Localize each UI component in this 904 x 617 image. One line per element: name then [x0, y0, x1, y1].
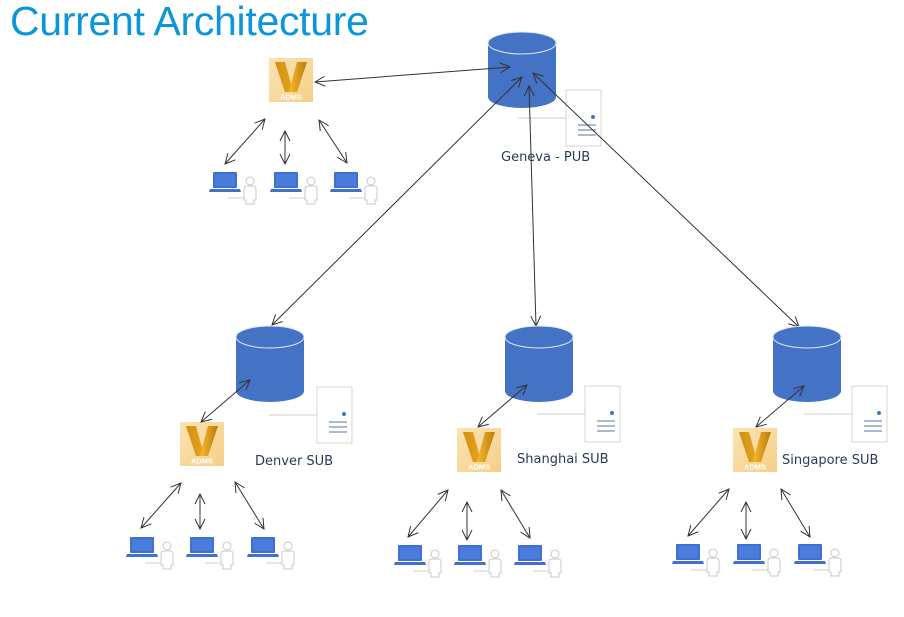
database-cylinder-icon[interactable]: [772, 325, 842, 403]
sub-denver: Denver SUB: [125, 325, 353, 570]
laptop-user-icon[interactable]: [671, 543, 720, 577]
connection-db-adms: [756, 386, 804, 427]
laptop-user-icon[interactable]: [329, 171, 378, 205]
connection-client: [408, 490, 448, 537]
connection-client: [319, 120, 347, 163]
hub-label: Geneva - PUB: [501, 150, 590, 165]
laptop-user-icon[interactable]: [513, 544, 562, 578]
replication-geneva-denver: [272, 77, 522, 325]
connection-client: [235, 482, 264, 529]
connection-client: [141, 483, 181, 528]
sub-shanghai: Shanghai SUB: [393, 325, 621, 578]
laptop-user-icon[interactable]: [793, 543, 842, 577]
hub-geneva: Geneva - PUB: [208, 31, 602, 205]
connection-adms-geneva: [315, 67, 510, 82]
replication-geneva-shanghai: [529, 86, 536, 326]
laptop-user-icon[interactable]: [453, 544, 502, 578]
connection-db-adms: [201, 380, 250, 422]
database-cylinder-icon[interactable]: [235, 325, 305, 403]
sub-label: Denver SUB: [255, 454, 333, 469]
page-title: Current Architecture: [10, 0, 369, 44]
replication-geneva-singapore: [533, 73, 799, 327]
connection-client: [501, 490, 530, 538]
laptop-user-icon[interactable]: [393, 544, 442, 578]
connection-client: [225, 119, 265, 164]
connection-db-adms: [478, 385, 527, 427]
laptop-user-icon[interactable]: [269, 171, 318, 205]
adms-logo-icon[interactable]: [733, 428, 777, 472]
sub-label: Singapore SUB: [782, 453, 878, 468]
adms-logo-icon[interactable]: [269, 58, 313, 102]
laptop-user-icon[interactable]: [185, 536, 234, 570]
sub-label: Shanghai SUB: [517, 452, 609, 467]
laptop-user-icon[interactable]: [246, 536, 295, 570]
adms-logo-icon[interactable]: [180, 422, 224, 466]
database-cylinder-icon[interactable]: [487, 31, 557, 109]
adms-logo-icon[interactable]: [457, 428, 501, 472]
laptop-user-icon[interactable]: [208, 171, 257, 205]
connection-client: [781, 489, 810, 537]
connection-client: [688, 489, 729, 536]
database-cylinder-icon[interactable]: [504, 325, 574, 403]
sub-singapore: Singapore SUB: [671, 325, 888, 577]
laptop-user-icon[interactable]: [732, 543, 781, 577]
laptop-user-icon[interactable]: [125, 536, 174, 570]
